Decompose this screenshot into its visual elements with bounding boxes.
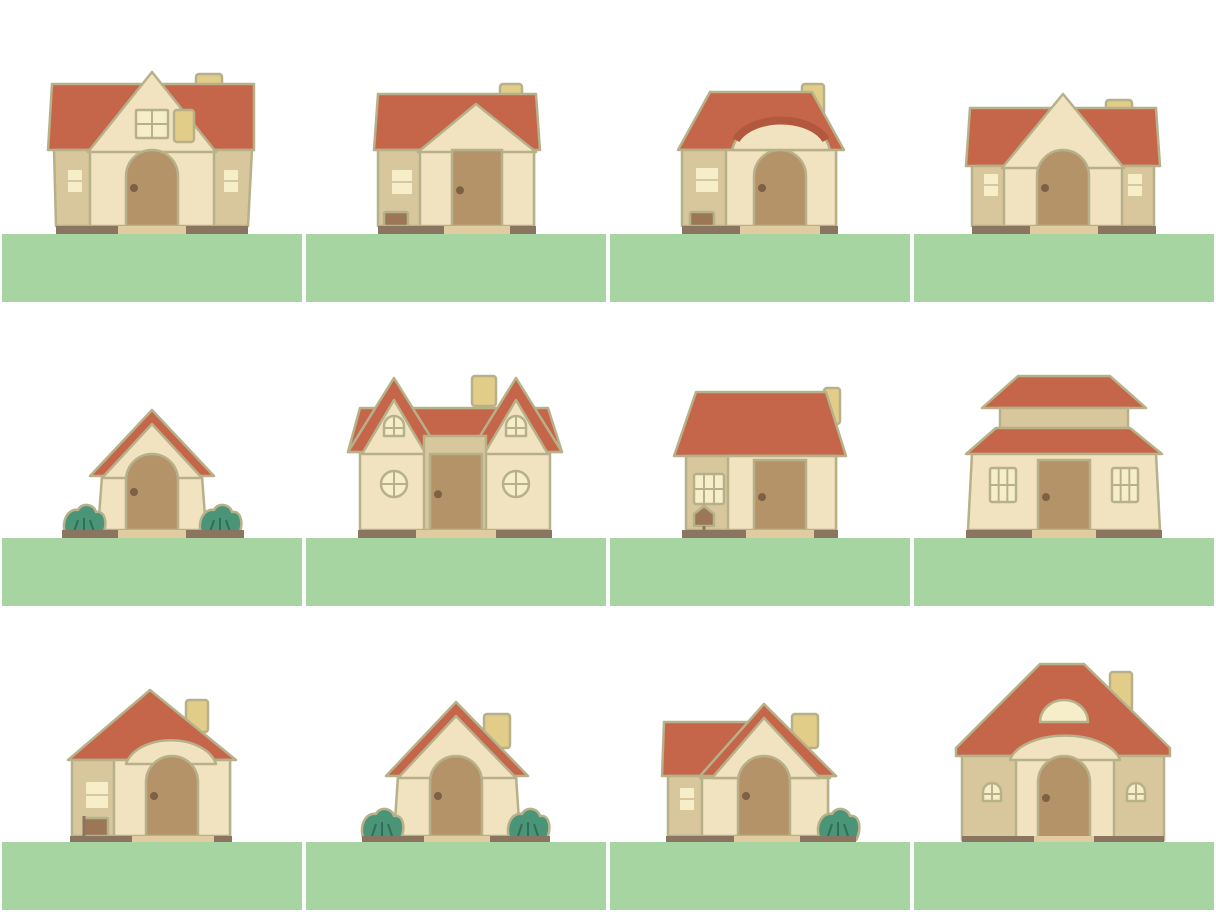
doorstep bbox=[1030, 226, 1098, 234]
doorstep bbox=[746, 530, 814, 538]
house-tile bbox=[912, 0, 1216, 304]
door-icon bbox=[124, 452, 180, 532]
grass-strip bbox=[306, 234, 606, 302]
grass-strip bbox=[2, 538, 302, 606]
doorstep bbox=[740, 226, 820, 234]
door-knob-icon bbox=[742, 792, 750, 800]
upper-wall bbox=[998, 406, 1130, 430]
grass-strip bbox=[306, 538, 606, 606]
door-knob-icon bbox=[1042, 493, 1050, 502]
doorstep bbox=[1032, 530, 1096, 538]
doorstep bbox=[444, 226, 510, 234]
door-knob-icon bbox=[758, 184, 766, 192]
door-icon bbox=[428, 754, 484, 838]
arch-entry bbox=[1008, 734, 1122, 762]
door-knob-icon bbox=[130, 488, 138, 496]
door-icon bbox=[752, 148, 808, 228]
door-icon bbox=[736, 754, 792, 838]
doorstep bbox=[132, 836, 214, 844]
doorstep bbox=[416, 530, 496, 538]
door-knob-icon bbox=[1041, 184, 1049, 192]
chimney-icon bbox=[172, 108, 196, 144]
doorstep bbox=[118, 530, 186, 538]
roof-icon bbox=[672, 390, 848, 458]
grass-strip bbox=[914, 234, 1214, 302]
grass-strip bbox=[2, 234, 302, 302]
house-tile bbox=[608, 608, 912, 912]
bush-icon bbox=[62, 503, 107, 538]
door-icon bbox=[450, 148, 504, 228]
house-icon bbox=[306, 374, 606, 606]
door-icon bbox=[124, 148, 180, 228]
grass-strip bbox=[610, 842, 910, 910]
door-icon bbox=[1036, 754, 1092, 842]
door-knob-icon bbox=[434, 490, 442, 499]
doorstep bbox=[1034, 836, 1094, 844]
roof-top bbox=[980, 374, 1148, 410]
house-icon bbox=[306, 700, 606, 910]
door-knob-icon bbox=[150, 792, 158, 800]
house-icon bbox=[2, 108, 302, 606]
house-icon bbox=[610, 82, 910, 302]
house-icon bbox=[610, 386, 910, 606]
chimney-icon bbox=[470, 374, 498, 408]
house-icon bbox=[914, 374, 1214, 606]
house-tile bbox=[0, 608, 304, 912]
door-icon bbox=[1035, 148, 1091, 228]
door-knob-icon bbox=[456, 186, 464, 195]
house-icon bbox=[610, 702, 910, 910]
house-icon bbox=[2, 688, 302, 910]
house-tile bbox=[912, 608, 1216, 912]
door-knob-icon bbox=[1042, 794, 1050, 802]
roof-icon bbox=[964, 426, 1164, 456]
grass-strip bbox=[610, 234, 910, 302]
house-tile bbox=[608, 0, 912, 304]
door-knob-icon bbox=[434, 792, 442, 800]
bush-icon bbox=[198, 503, 243, 538]
fan-window-icon bbox=[1038, 698, 1090, 724]
doorstep bbox=[424, 836, 490, 844]
house-icon bbox=[306, 82, 606, 302]
door-icon bbox=[144, 754, 200, 838]
bush-icon bbox=[360, 807, 405, 842]
house-icon bbox=[2, 70, 302, 302]
house-tile bbox=[608, 304, 912, 608]
bush-icon bbox=[506, 807, 551, 842]
signpost-icon bbox=[692, 504, 716, 536]
house-tile bbox=[0, 0, 304, 304]
house-tile bbox=[0, 108, 304, 608]
bush-icon bbox=[816, 807, 861, 842]
doorstep bbox=[734, 836, 800, 844]
door-knob-icon bbox=[758, 493, 766, 502]
house-icon bbox=[914, 662, 1214, 910]
grass-strip bbox=[306, 842, 606, 910]
grass-strip bbox=[914, 538, 1214, 606]
grass-strip bbox=[610, 538, 910, 606]
door-knob-icon bbox=[130, 184, 138, 192]
house-tile bbox=[912, 304, 1216, 608]
grass-strip bbox=[2, 842, 302, 910]
house-tile bbox=[304, 304, 608, 608]
house-icon bbox=[914, 92, 1214, 302]
roof-arch bbox=[732, 116, 830, 143]
grass-strip bbox=[914, 842, 1214, 910]
house-tile bbox=[304, 0, 608, 304]
house-tile bbox=[304, 608, 608, 912]
doorstep bbox=[118, 226, 186, 234]
arch-entry bbox=[124, 739, 218, 766]
